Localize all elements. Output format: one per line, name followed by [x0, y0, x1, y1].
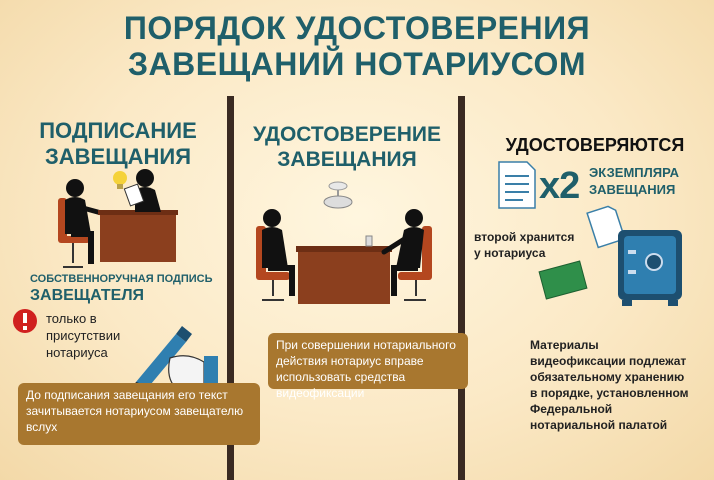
middle-bubble-line-1: При совершении нотариального — [276, 338, 456, 352]
pen-hand-icon — [132, 326, 218, 390]
materials-line-2: видеофиксации подлежат — [530, 354, 687, 368]
column-divider-left — [227, 96, 234, 480]
left-heading-line-2: ЗАВЕЩАНИЯ — [44, 144, 192, 169]
materials-note: Материалы видеофиксации подлежат обязате… — [530, 337, 689, 433]
presence-note-line-2: присутствии — [46, 328, 121, 343]
title-line-2: ЗАВЕЩАНИЙ НОТАРИУСОМ — [127, 46, 587, 82]
middle-bubble-line-2: действия нотариус вправе — [276, 354, 424, 368]
left-heading: ПОДПИСАНИЕ ЗАВЕЩАНИЯ — [18, 118, 218, 170]
middle-info-bubble: При совершении нотариального действия но… — [268, 333, 468, 400]
materials-line-3: обязательному хранению — [530, 370, 685, 384]
presence-note: только в присутствии нотариуса — [46, 310, 120, 361]
left-bubble-line-1: До подписания завещания его текст — [26, 388, 228, 402]
signature-caption-line-1: СОБСТВЕННОРУЧНАЯ ПОДПИСЬ — [30, 273, 213, 285]
presence-note-line-3: нотариуса — [46, 345, 108, 360]
signing-scene-illustration — [58, 169, 178, 268]
column-divider-right — [458, 96, 465, 480]
materials-line-4: в порядке, установленном — [530, 386, 689, 400]
middle-heading-line-1: УДОСТОВЕРЕНИЕ — [252, 123, 442, 146]
right-heading: УДОСТОВЕРЯЮТСЯ — [505, 135, 685, 155]
second-copy-line-1: второй хранится — [474, 230, 575, 244]
signature-caption-line-2: ЗАВЕЩАТЕЛЯ — [30, 287, 145, 304]
left-bubble-line-3: вслух — [26, 420, 58, 434]
copies-multiplier: x2 — [539, 165, 580, 207]
left-heading-line-1: ПОДПИСАНИЕ — [39, 118, 197, 143]
copies-label: ЭКЗЕМПЛЯРА ЗАВЕЩАНИЯ — [589, 164, 679, 198]
left-bubble-line-2: зачитывается нотариусом завещателю — [26, 404, 244, 418]
middle-heading-line-2: ЗАВЕЩАНИЯ — [277, 148, 417, 171]
materials-line-5: Федеральной — [530, 402, 613, 416]
title-line-1: ПОРЯДОК УДОСТОВЕРЕНИЯ — [123, 10, 591, 46]
copies-label-line-2: ЗАВЕЩАНИЯ — [589, 182, 676, 197]
document-icon — [498, 161, 536, 209]
second-copy-line-2: у нотариуса — [474, 246, 546, 260]
middle-bubble-line-3: использовать средства видеофиксации — [276, 370, 406, 400]
second-copy-note: второй хранится у нотариуса — [474, 229, 574, 261]
left-info-bubble: До подписания завещания его текст зачиты… — [18, 383, 260, 445]
materials-line-1: Материалы — [530, 338, 599, 352]
alert-icon — [13, 309, 37, 333]
materials-line-6: нотариальной палатой — [530, 418, 668, 432]
middle-heading: УДОСТОВЕРЕНИЕ ЗАВЕЩАНИЯ — [236, 122, 458, 172]
presence-note-line-1: только в — [46, 311, 97, 326]
safe-storage-illustration — [538, 205, 682, 306]
certification-scene-illustration — [256, 181, 432, 304]
copies-label-line-1: ЭКЗЕМПЛЯРА — [589, 165, 680, 180]
